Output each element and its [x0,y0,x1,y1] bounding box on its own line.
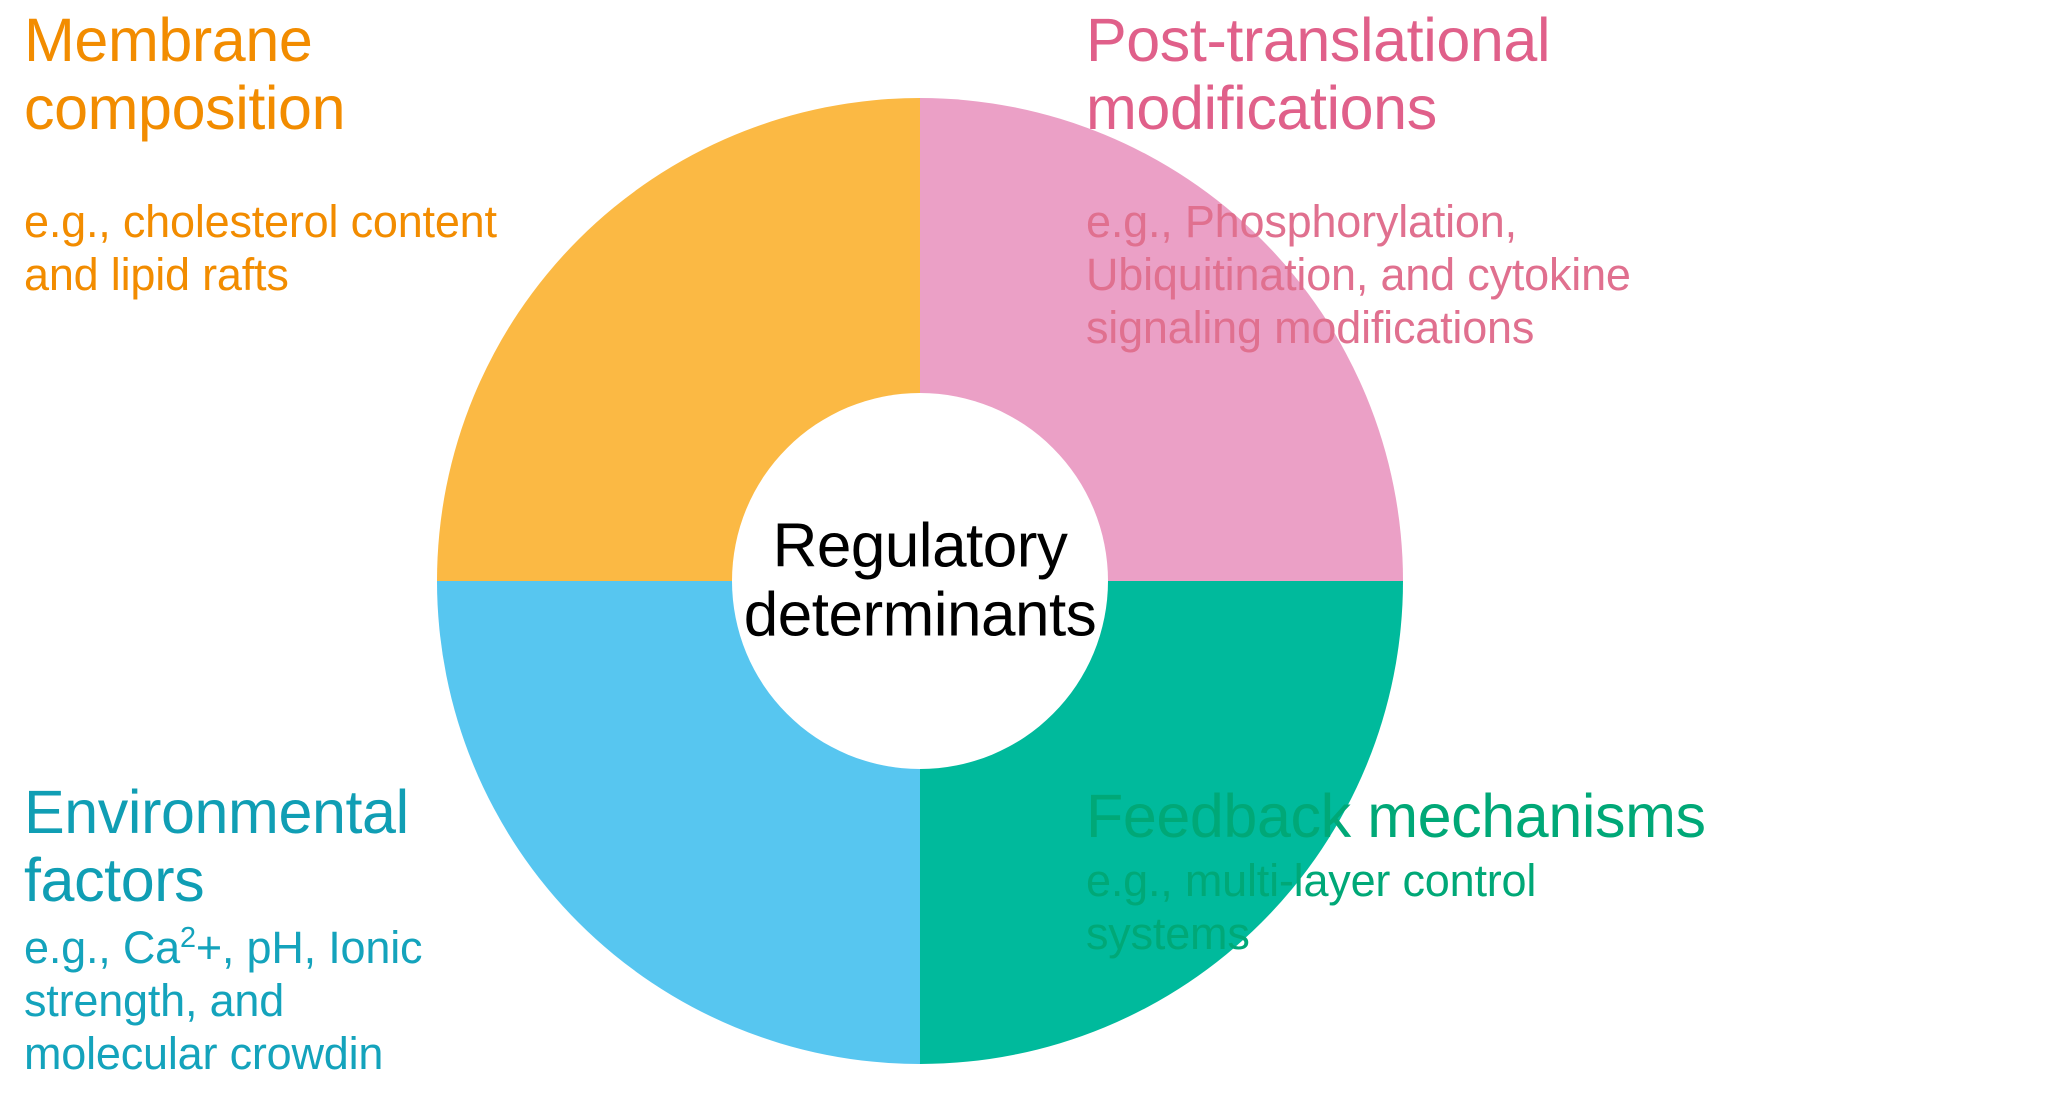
center-label-line-1: Regulatory [772,511,1068,581]
center-label: Regulatory determinants [700,512,1140,651]
donut-hole [732,393,1108,769]
quadrant-label-membrane-composition: Membrane composition e.g., cholesterol c… [24,6,664,301]
quadrant-description-membrane-composition: e.g., cholesterol content and lipid raft… [24,195,497,300]
quadrant-label-environmental-factors: Environmental factors e.g., Ca2+, pH, Io… [24,778,664,1080]
center-label-line-2: determinants [743,581,1097,650]
quadrant-description-environmental-factors: e.g., Ca2+, pH, Ionic strength, and mole… [24,921,664,1080]
quadrant-label-post-translational-modifications: Post-translational modifications e.g., P… [1086,6,1786,354]
donut-chart [437,98,1403,1064]
quadrant-title-feedback-mechanisms: Feedback mechanisms [1086,782,1706,850]
donut-svg [437,98,1403,1064]
quadrant-description-feedback-mechanisms: e.g., multi-layer control systems [1086,855,1537,960]
quadrant-label-feedback-mechanisms: Feedback mechanisms e.g., multi-layer co… [1086,782,2069,961]
env-desc-superscript: 2 [180,921,196,954]
env-desc-pre: e.g., Ca [24,921,180,973]
quadrant-title-environmental-factors: Environmental factors [24,778,409,915]
quadrant-title-post-translational-modifications: Post-translational modifications [1086,6,1551,143]
quadrant-title-membrane-composition: Membrane composition [24,6,346,143]
env-desc-post: +, pH, Ionic strength, and molecular cro… [24,921,423,1079]
quadrant-description-post-translational-modifications: e.g., Phosphorylation, Ubiquitination, a… [1086,195,1631,353]
